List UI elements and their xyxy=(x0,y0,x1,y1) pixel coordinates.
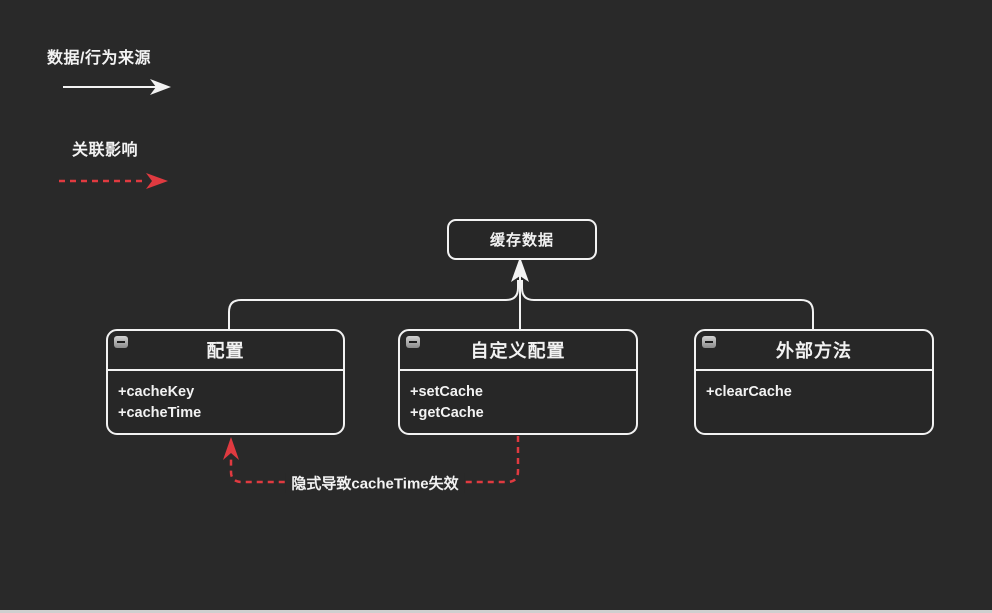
node-body: +setCache +getCache xyxy=(400,371,636,424)
node-config[interactable]: 配置 +cacheKey +cacheTime xyxy=(106,329,345,435)
collapse-minus-icon[interactable] xyxy=(406,336,420,348)
member-row: +setCache xyxy=(410,384,483,400)
hierarchy-connector xyxy=(228,257,814,330)
node-cache-data[interactable]: 缓存数据 xyxy=(447,219,597,260)
node-body: +cacheKey +cacheTime xyxy=(108,371,343,424)
bottom-edge-bar xyxy=(0,610,992,613)
arrowhead-icon xyxy=(511,257,529,282)
solid-arrow-sample xyxy=(63,79,171,95)
node-external-methods[interactable]: 外部方法 +clearCache xyxy=(694,329,934,435)
dashed-arrow-sample xyxy=(59,173,168,189)
node-body: +clearCache xyxy=(696,371,932,403)
member-row: +getCache xyxy=(410,405,484,421)
node-header: 配置 xyxy=(108,331,343,371)
node-title: 自定义配置 xyxy=(470,341,566,361)
member-row: +clearCache xyxy=(706,384,792,400)
node-title: 外部方法 xyxy=(776,341,852,361)
collapse-minus-icon[interactable] xyxy=(702,336,716,348)
arrowhead-icon xyxy=(223,437,239,460)
member-row: +cacheTime xyxy=(118,405,202,421)
legend-source-label: 数据/行为来源 xyxy=(47,50,151,67)
node-title: 配置 xyxy=(206,341,245,361)
impact-edge-label[interactable]: 隐式导致cacheTime失效 xyxy=(285,472,465,494)
arrowhead-icon xyxy=(146,173,168,189)
node-custom-config[interactable]: 自定义配置 +setCache +getCache xyxy=(398,329,638,435)
arrowhead-icon xyxy=(150,79,171,95)
node-header: 自定义配置 xyxy=(400,331,636,371)
legend-impact-label: 关联影响 xyxy=(72,142,139,159)
node-header: 外部方法 xyxy=(696,331,932,371)
collapse-minus-icon[interactable] xyxy=(114,336,128,348)
member-row: +cacheKey xyxy=(118,384,195,400)
node-title: 缓存数据 xyxy=(489,232,554,249)
